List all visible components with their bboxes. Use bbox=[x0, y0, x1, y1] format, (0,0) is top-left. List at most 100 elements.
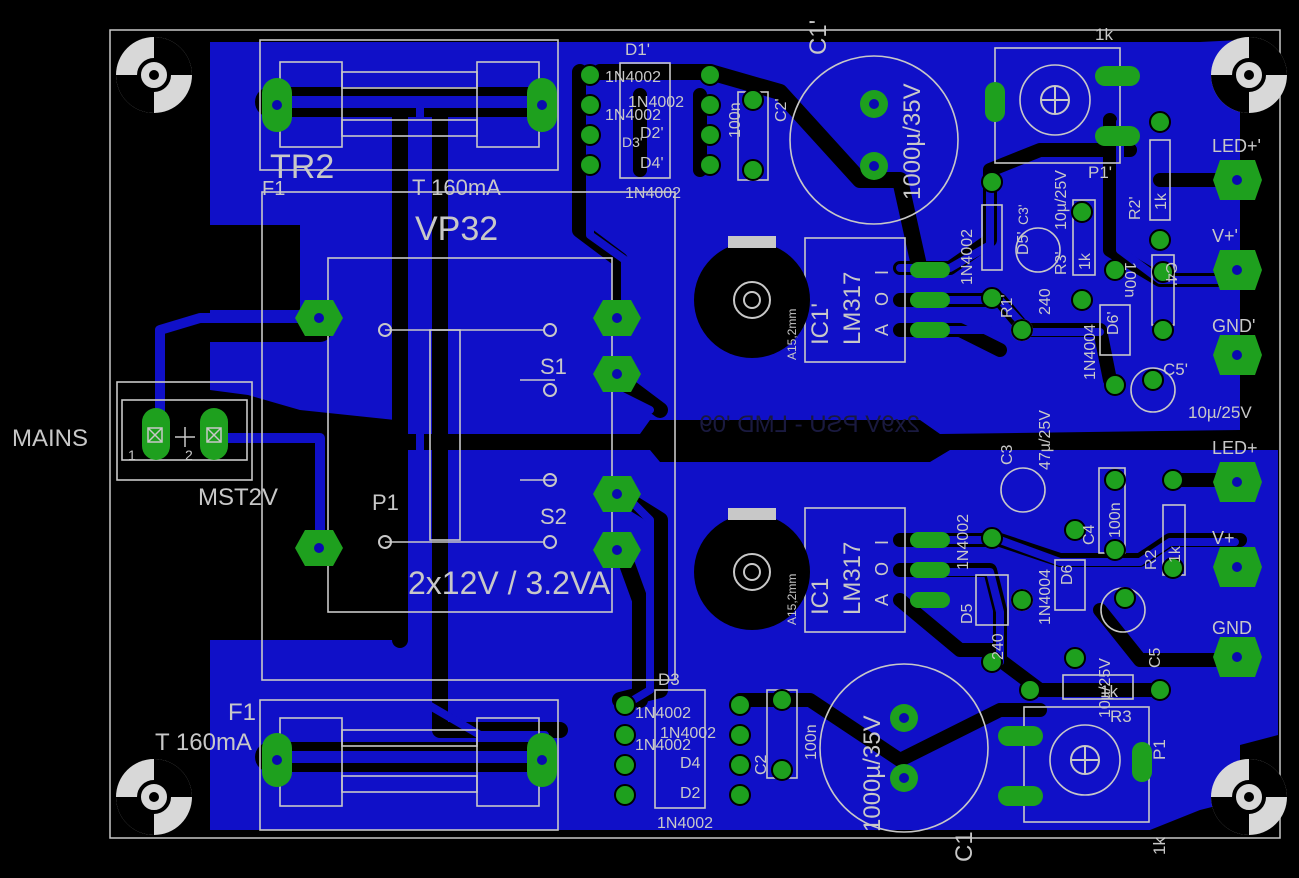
label-r3p: R3' bbox=[1053, 251, 1070, 275]
label-c5p-val: 10µ/25V bbox=[1188, 403, 1252, 422]
label-r3: R3 bbox=[1110, 707, 1132, 726]
component-pad bbox=[1064, 519, 1086, 541]
label-gnd: GND bbox=[1212, 618, 1252, 638]
component-pad bbox=[579, 124, 601, 146]
label-led-p: LED+' bbox=[1212, 136, 1261, 156]
component-pad bbox=[981, 171, 1003, 193]
component-pad bbox=[729, 754, 751, 776]
label-c2p-val: 100n bbox=[727, 102, 744, 138]
component-pad bbox=[1011, 589, 1033, 611]
component-pad bbox=[981, 527, 1003, 549]
component-pad bbox=[1064, 647, 1086, 669]
label-c1: C1 bbox=[951, 831, 978, 862]
component-pad bbox=[981, 651, 1003, 673]
label-d5: D5 bbox=[959, 603, 976, 624]
label-diode-top-c: 1N4002 bbox=[605, 107, 661, 124]
component-pad bbox=[729, 694, 751, 716]
label-diode-bot-a: 1N4002 bbox=[635, 705, 691, 722]
label-d5p-val: 1N4002 bbox=[959, 229, 976, 285]
component-pad bbox=[1011, 319, 1033, 341]
connector-label: MAINS bbox=[12, 425, 88, 452]
label-c2-val: 100n bbox=[803, 724, 820, 760]
component-pad bbox=[729, 724, 751, 746]
mounting-holes bbox=[116, 37, 1287, 835]
label-d6p: D6' bbox=[1105, 311, 1122, 335]
component-pad bbox=[1104, 469, 1126, 491]
label-tr2: TR2 bbox=[270, 148, 334, 186]
label-pot-top: 1k bbox=[1095, 25, 1113, 44]
label-s1: S1 bbox=[540, 354, 567, 379]
label-ic1p: IC1' bbox=[807, 303, 834, 345]
component-pad bbox=[1071, 289, 1093, 311]
transformer-rating: 2x12V / 3.2VA bbox=[408, 565, 611, 601]
mounting-hole bbox=[1211, 37, 1287, 113]
component-pad bbox=[1149, 111, 1171, 133]
label-f1: F1 bbox=[228, 699, 256, 726]
label-pin-a-bot: A bbox=[872, 594, 892, 606]
component-pad bbox=[742, 159, 764, 181]
component-pad bbox=[614, 694, 636, 716]
component-pad bbox=[771, 759, 793, 781]
label-hs-top: A15,2mm bbox=[785, 309, 799, 360]
label-fuse-bot: T 160mA bbox=[155, 729, 252, 756]
component-pad bbox=[614, 784, 636, 806]
component-pad bbox=[699, 64, 721, 86]
label-gnd-p: GND' bbox=[1212, 316, 1255, 336]
trimmer-pots bbox=[1040, 85, 1100, 775]
component-pad bbox=[614, 754, 636, 776]
component-pad bbox=[1162, 557, 1184, 579]
label-pin-o-top: O bbox=[872, 292, 892, 306]
label-d2: D2 bbox=[680, 785, 701, 802]
label-v-p: V+' bbox=[1212, 226, 1238, 246]
label-c5-val: 10µ/25V bbox=[1097, 658, 1114, 718]
label-d6: D6 bbox=[1059, 564, 1076, 585]
label-f1-top: F1 bbox=[262, 178, 285, 200]
label-d5p: D5' bbox=[1015, 231, 1032, 255]
component-pad bbox=[771, 689, 793, 711]
label-fuse-top: T 160mA bbox=[412, 175, 501, 200]
mounting-hole bbox=[1211, 759, 1287, 835]
label-diode-bot-c: 1N4002 bbox=[635, 737, 691, 754]
label-pin-o-bot: O bbox=[872, 562, 892, 576]
drill-holes bbox=[272, 99, 1242, 783]
connector-pin2: 2 bbox=[185, 447, 193, 463]
component-pad bbox=[699, 94, 721, 116]
label-r1p-val: 240 bbox=[1037, 288, 1054, 315]
component-pad bbox=[1071, 201, 1093, 223]
label-p1: P1 bbox=[1150, 739, 1169, 760]
connector-terminals bbox=[147, 427, 222, 447]
component-pad bbox=[981, 287, 1003, 309]
label-diode-bot-b: 1N4002 bbox=[660, 725, 716, 742]
component-pad bbox=[1149, 679, 1171, 701]
component-pad bbox=[1104, 374, 1126, 396]
label-diode-top-b: 1N4002 bbox=[628, 94, 684, 111]
component-pad bbox=[742, 89, 764, 111]
component-pad bbox=[579, 64, 601, 86]
label-led: LED+ bbox=[1212, 438, 1258, 458]
mounting-hole bbox=[116, 37, 192, 113]
label-c2p: C2' bbox=[773, 98, 790, 122]
label-d6-val: 1N4004 bbox=[1037, 569, 1054, 625]
board-title-text: 2x9V PSU - LMD '09 bbox=[699, 411, 920, 438]
label-diode-bot-d: 1N4002 bbox=[657, 815, 713, 832]
label-d4: D4 bbox=[680, 755, 701, 772]
label-c1p-val: 1000µ/35V bbox=[899, 83, 926, 200]
label-d3: D3 bbox=[658, 670, 680, 689]
label-pin-a-top: A bbox=[872, 324, 892, 336]
component-pad bbox=[1152, 319, 1174, 341]
board-title: 2x9V PSU - LMD '09 bbox=[699, 411, 920, 438]
heatsinks bbox=[694, 236, 810, 630]
label-d6p-val: 1N4004 bbox=[1082, 324, 1099, 380]
component-pad bbox=[1162, 469, 1184, 491]
connector-part: MST2V bbox=[198, 484, 278, 511]
label-p1-tr: P1 bbox=[372, 490, 399, 515]
label-c3: C3 bbox=[999, 444, 1016, 465]
label-pot-bot: 1k bbox=[1150, 837, 1169, 855]
component-pad bbox=[1019, 679, 1041, 701]
label-diode-top-d: 1N4002 bbox=[625, 185, 681, 202]
component-pad bbox=[1104, 539, 1126, 561]
label-pin-i-top: I bbox=[872, 270, 892, 275]
component-pad bbox=[579, 154, 601, 176]
label-d3p: D3' bbox=[622, 134, 643, 150]
